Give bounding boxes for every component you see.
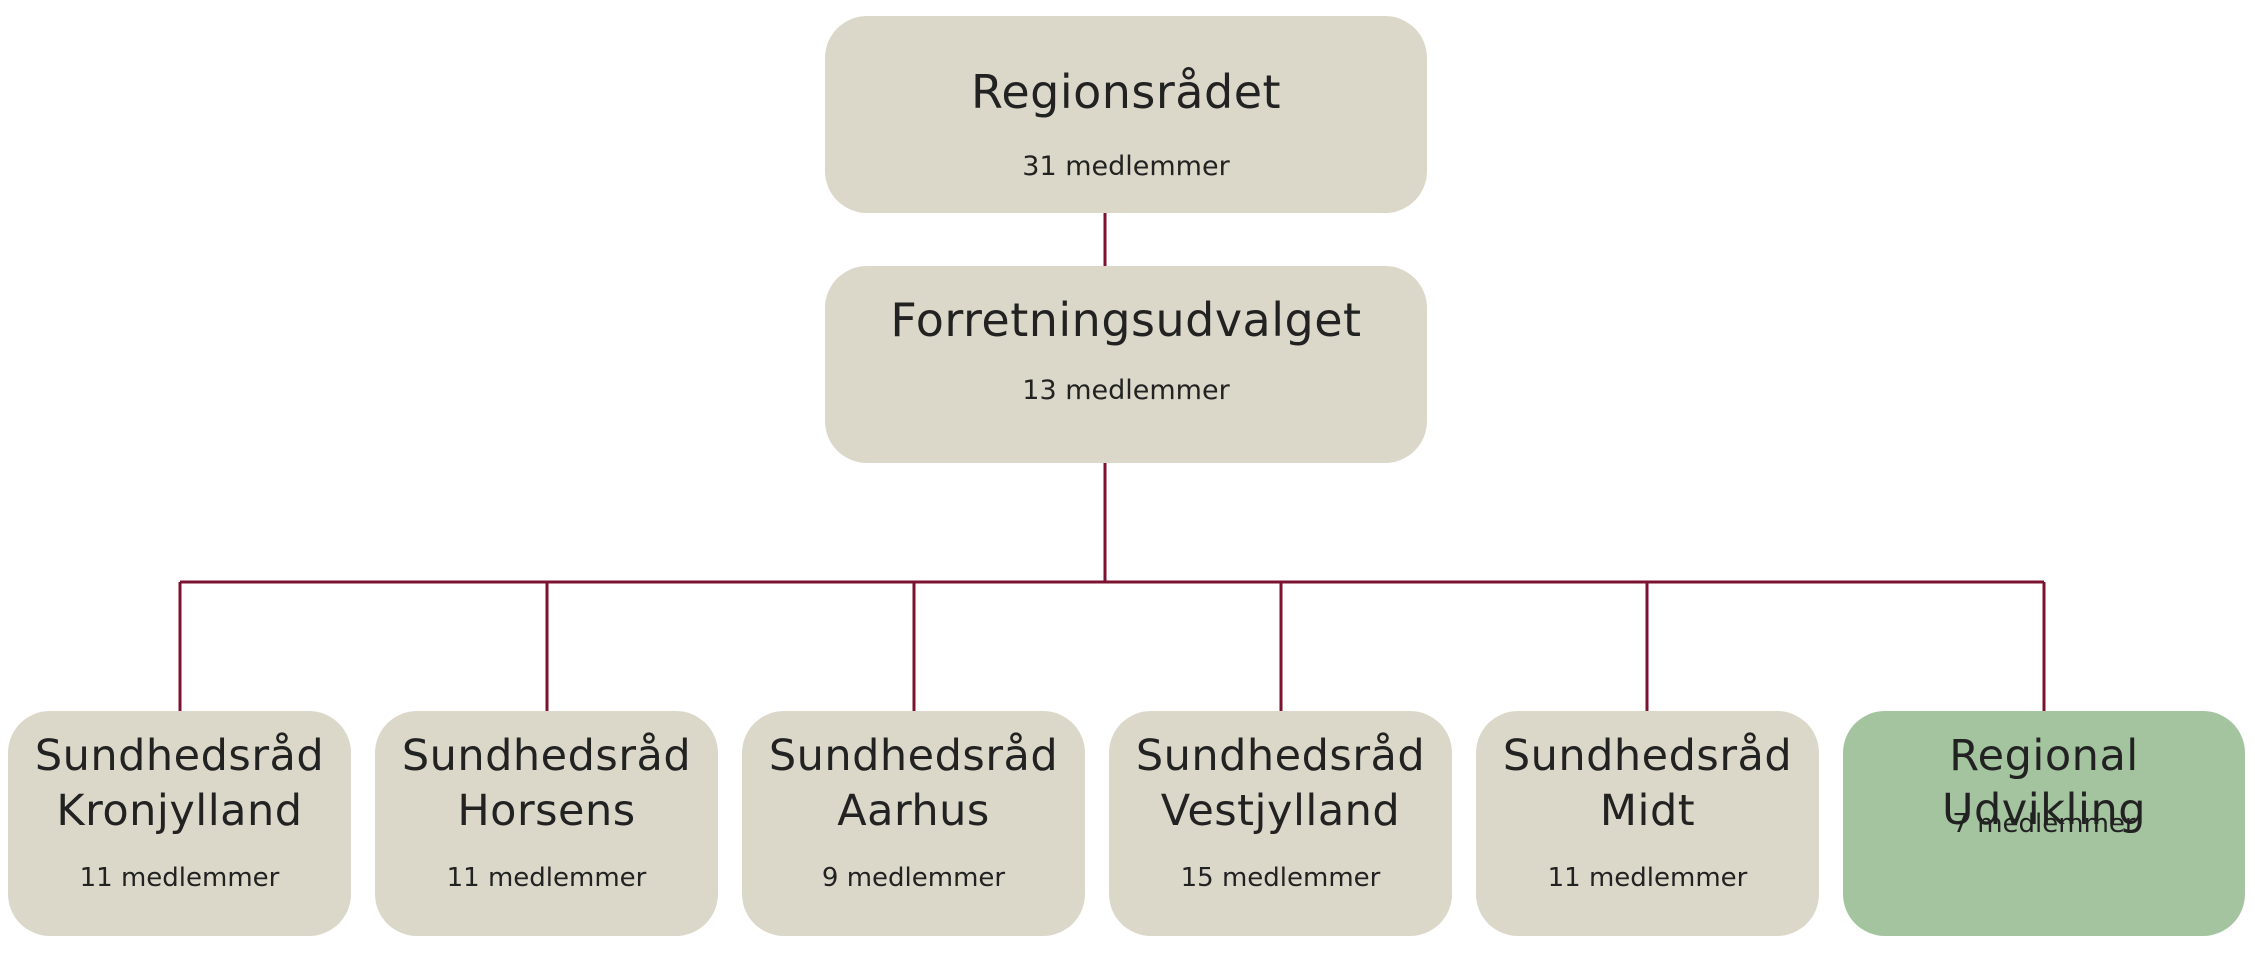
committee-member-count: 11 medlemmer (79, 863, 280, 893)
regionsraadet-title: Regionsrådet (970, 65, 1282, 119)
committee-title: Regional Udvikling (1941, 731, 2146, 835)
committee-title-line1: Sundhedsråd (34, 731, 325, 781)
committee-title-line1: Sundhedsråd (1135, 731, 1426, 781)
forretningsudvalget-title: Forretningsudvalget (890, 293, 1362, 347)
committee-title-line1: Sundhedsråd (768, 731, 1059, 781)
regionsraadet-member-count: 31 medlemmer (1022, 151, 1230, 182)
committee-title-line2: Vestjylland (1160, 786, 1401, 836)
committee-member-count: 9 medlemmer (821, 863, 1006, 893)
forretningsudvalget-member-count: 13 medlemmer (1022, 375, 1230, 406)
committee-title-line2: Horsens (457, 786, 636, 836)
committee-member-count: 7 medlemmer (1952, 809, 2136, 839)
forretningsudvalget-box: Forretningsudvalget 13 medlemmer (825, 266, 1427, 463)
committee-member-count: 15 medlemmer (1180, 863, 1381, 893)
sundhedsraad-midt-box: Sundhedsråd Midt 11 medlemmer (1476, 711, 1819, 936)
committee-title-line1: Sundhedsråd (401, 731, 692, 781)
regional-udvikling-box: Regional Udvikling 7 medlemmer (1843, 711, 2245, 936)
sundhedsraad-aarhus-box: Sundhedsråd Aarhus 9 medlemmer (742, 711, 1085, 936)
regionsraadet-box: Regionsrådet 31 medlemmer (825, 16, 1427, 213)
sundhedsraad-horsens-box: Sundhedsråd Horsens 11 medlemmer (375, 711, 718, 936)
committee-title-line1: Sundhedsråd (1502, 731, 1793, 781)
committee-member-count: 11 medlemmer (446, 863, 647, 893)
sundhedsraad-vestjylland-box: Sundhedsråd Vestjylland 15 medlemmer (1109, 711, 1452, 936)
committee-member-count: 11 medlemmer (1547, 863, 1748, 893)
committee-title-line2: Midt (1599, 786, 1696, 836)
sundhedsraad-kronjylland-box: Sundhedsråd Kronjylland 11 medlemmer (8, 711, 351, 936)
committee-title-line2: Aarhus (837, 786, 990, 836)
committee-title-line2: Kronjylland (56, 786, 303, 836)
